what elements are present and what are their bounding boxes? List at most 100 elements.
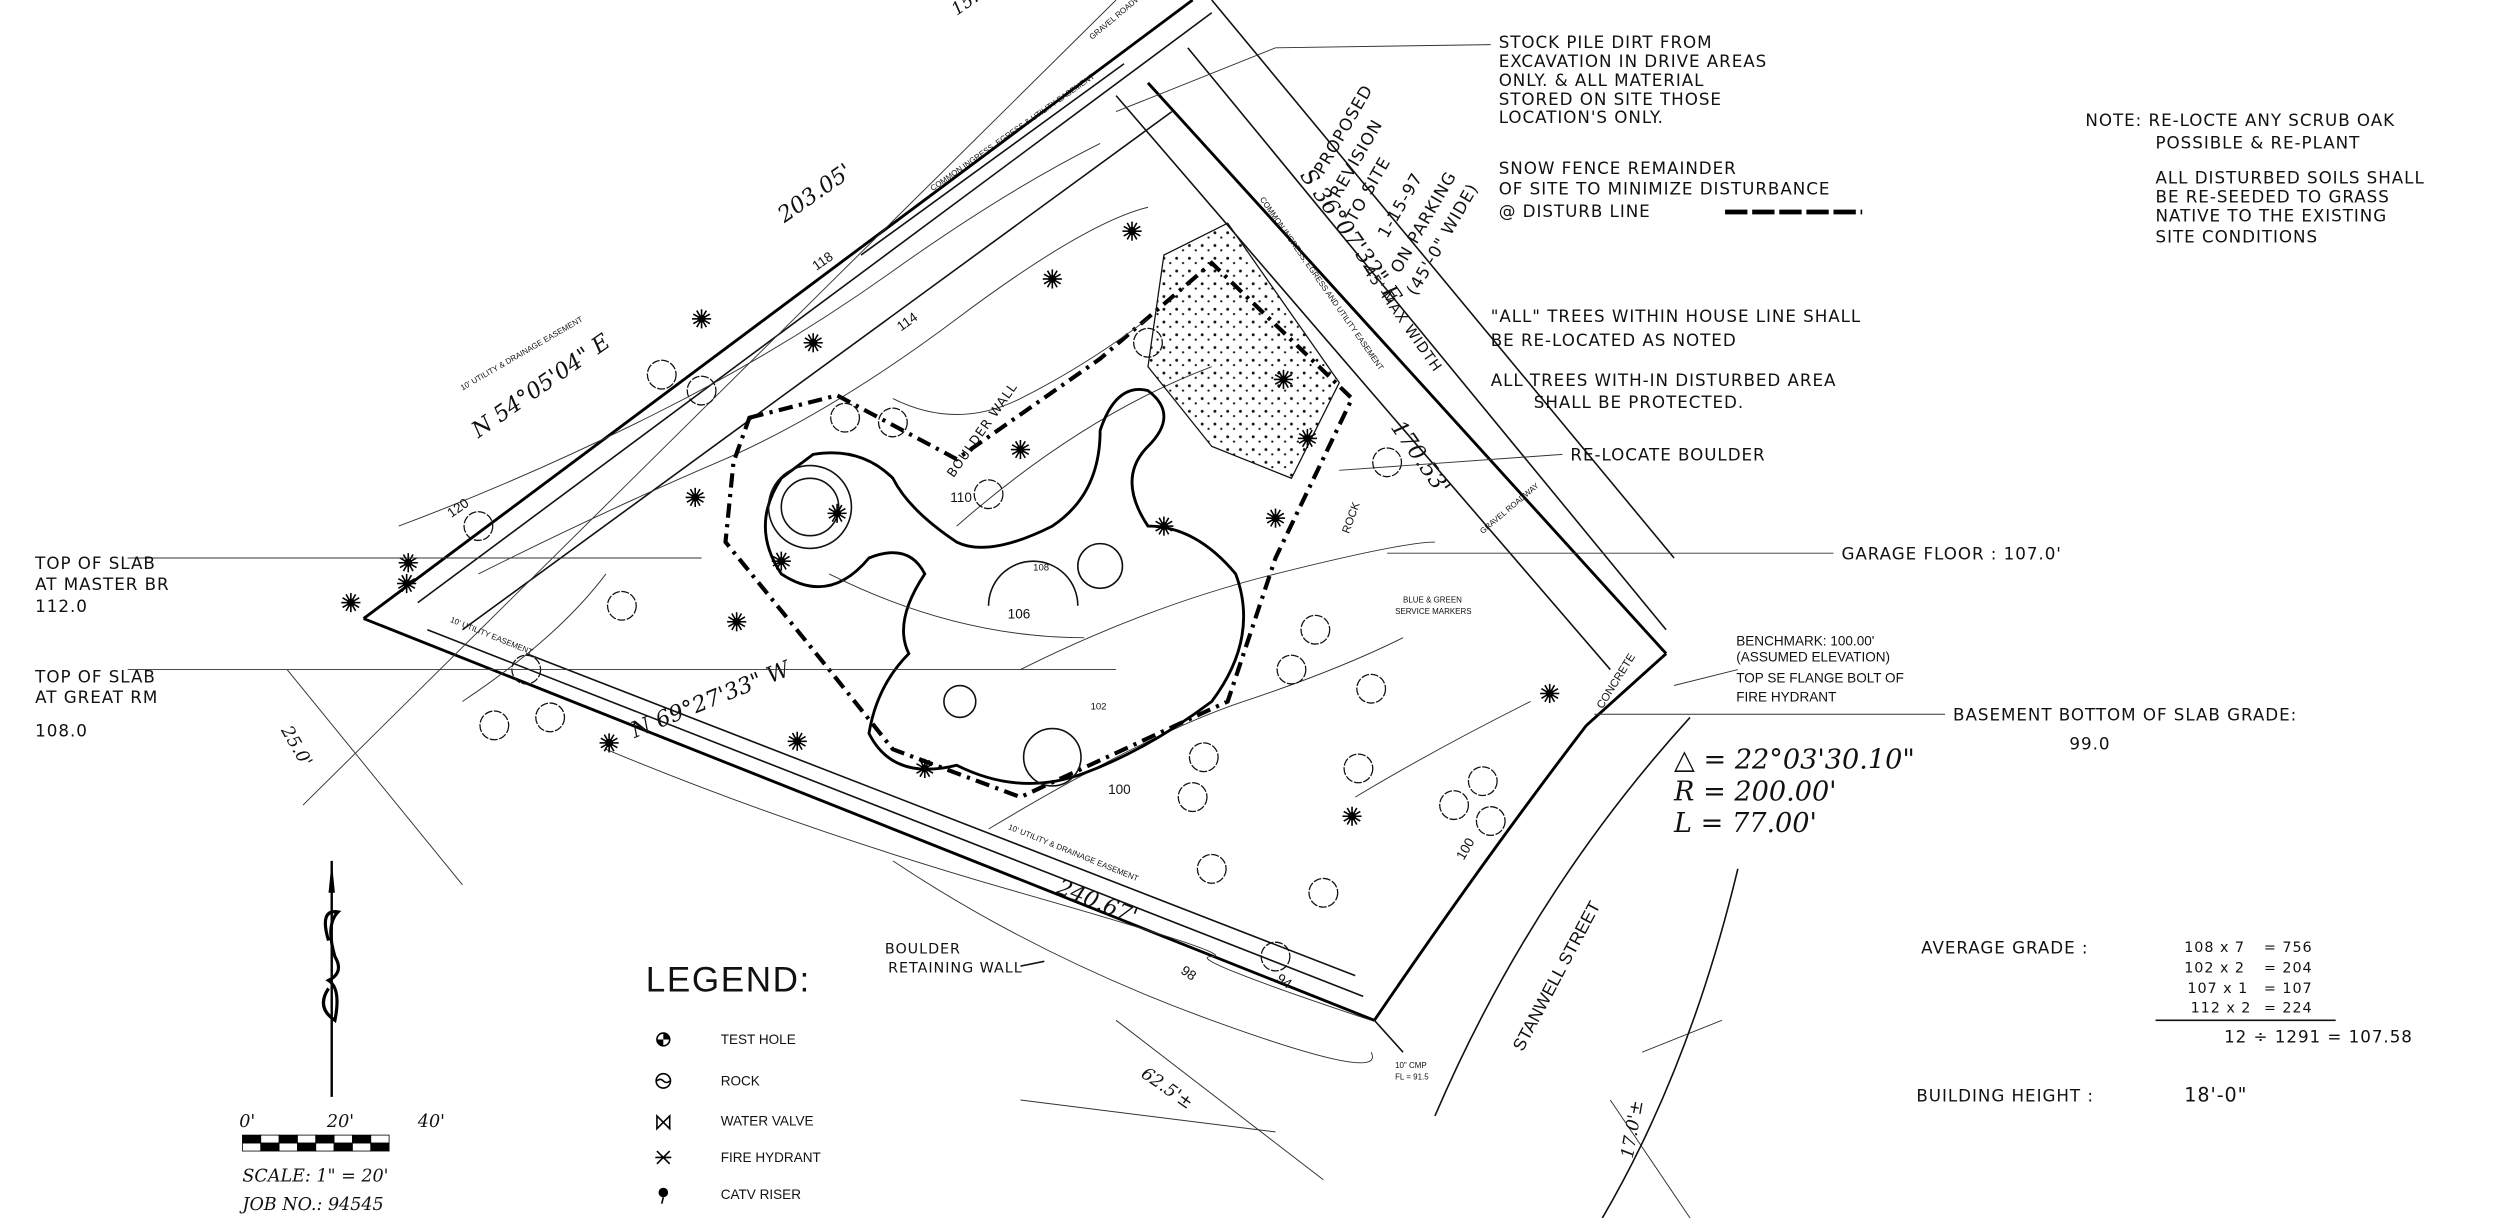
tree-canopy — [1132, 327, 1163, 358]
svg-text:OF SITE TO MINIMIZE DISTURBANC: OF SITE TO MINIMIZE DISTURBANCE — [1499, 178, 1831, 198]
tree-icon — [1540, 683, 1560, 704]
leader-lines — [127, 44, 1946, 715]
relocate-boulder-note: RE-LOCATE BOULDER — [1570, 445, 1765, 465]
easement-s-label: 10' UTILITY & DRAINAGE EASEMENT — [1007, 823, 1140, 884]
tree-icon — [915, 758, 935, 778]
svg-text:= 107: = 107 — [2264, 981, 2313, 997]
svg-text:(ASSUMED ELEVATION): (ASSUMED ELEVATION) — [1736, 650, 1890, 665]
tree-icon — [398, 553, 418, 573]
contour-lines — [398, 143, 1531, 1064]
tree-canopy — [1308, 877, 1339, 908]
easement-common-label: COMMON INGRESS, EGRESS & UTILITY EASEMEN… — [929, 72, 1097, 193]
boulder-retaining-wall-label-2: RETAINING WALL — [888, 960, 1023, 976]
basement-note: BASEMENT BOTTOM OF SLAB GRADE: — [1953, 705, 2297, 725]
scale-segment — [260, 1142, 280, 1152]
tree-canopies — [463, 327, 1506, 972]
svg-text:102: 102 — [1091, 701, 1107, 712]
svg-text:NATIVE TO THE EXISTING: NATIVE TO THE EXISTING — [2156, 206, 2388, 226]
tree-canopy — [1177, 782, 1208, 813]
scale-segment — [333, 1134, 353, 1144]
dim-25-0: 25.0' — [276, 722, 316, 771]
scale-segment — [352, 1142, 372, 1152]
svg-text:108.0: 108.0 — [35, 721, 88, 741]
tree-canopy — [1343, 753, 1374, 784]
tree-icon — [771, 551, 791, 571]
service-markers-label: BLUE & GREEN — [1403, 596, 1462, 605]
north-arrow-icon — [321, 860, 342, 1097]
svg-text:FIRE HYDRANT: FIRE HYDRANT — [1736, 689, 1836, 704]
scale-segment — [297, 1142, 317, 1152]
tree-canopy — [606, 590, 637, 621]
tree-canopy — [830, 402, 861, 433]
tree-canopy — [1300, 614, 1331, 645]
easement-sw-label: 10' UTILITY EASEMENT — [449, 615, 534, 656]
scale-segment — [333, 1142, 353, 1152]
legend-item-water-valve: WATER VALVE — [721, 1114, 814, 1129]
svg-text:SITE CONDITIONS: SITE CONDITIONS — [2156, 226, 2319, 246]
scale-segment — [260, 1134, 280, 1144]
trees — [341, 221, 1560, 826]
scale-segment — [370, 1134, 390, 1144]
tree-canopy — [463, 511, 494, 542]
svg-text:40': 40' — [417, 1112, 445, 1132]
street-name[interactable]: STANWELL STREET — [1508, 897, 1604, 1054]
curve-data: △ = 22°03'30.10" R = 200.00' L = 77.00' — [1673, 744, 1915, 839]
stockpile-area — [1147, 222, 1341, 480]
svg-text:108: 108 — [1033, 563, 1049, 574]
cmp-label: 10" CMP — [1395, 1061, 1427, 1070]
scale-segment — [297, 1134, 317, 1144]
svg-text:△ = 22°03'30.10": △ = 22°03'30.10" — [1674, 744, 1915, 775]
tree-canopy — [1467, 766, 1498, 797]
tree-icon — [397, 573, 417, 594]
tree-icon — [787, 731, 807, 751]
tree-canopy — [1475, 806, 1506, 837]
tree-icon — [1154, 516, 1174, 536]
legend: LEGEND: TEST HOLE ROCK WATER VALVE FIRE … — [646, 961, 821, 1204]
svg-text:EXCAVATION IN DRIVE AREAS: EXCAVATION IN DRIVE AREAS — [1499, 51, 1768, 71]
tree-icon — [1273, 369, 1294, 389]
tree-canopy — [877, 407, 908, 438]
svg-text:TOP OF SLAB: TOP OF SLAB — [34, 666, 156, 686]
east-length: 170.53' — [1385, 416, 1455, 500]
svg-text:= 204: = 204 — [2264, 960, 2313, 976]
scale-label: SCALE: 1" = 20' — [242, 1166, 388, 1186]
building-height-label: BUILDING HEIGHT : — [1916, 1086, 2094, 1106]
scale-bar: 0' 20' 40' SCALE: 1" = 20' JOB NO.: 9454… — [239, 1112, 445, 1215]
disturb-line — [723, 260, 1355, 800]
legend-item-fire-hydrant: FIRE HYDRANT — [721, 1150, 821, 1165]
svg-text:114: 114 — [894, 309, 921, 334]
svg-text:110: 110 — [950, 490, 972, 505]
scale-segment — [242, 1142, 262, 1152]
scale-segment — [278, 1134, 298, 1144]
tree-icon — [692, 309, 712, 329]
svg-text:BE RE-LOCATED AS NOTED: BE RE-LOCATED AS NOTED — [1491, 330, 1737, 350]
svg-text:STOCK PILE DIRT FROM: STOCK PILE DIRT FROM — [1499, 32, 1713, 52]
scale-segment — [242, 1134, 262, 1144]
svg-text:L = 77.00': L = 77.00' — [1673, 808, 1817, 839]
tree-icon — [599, 733, 619, 753]
north-length: 203.05' — [772, 159, 857, 229]
svg-text:20': 20' — [326, 1112, 354, 1132]
gravel-roadway-label: GRAVEL ROADWAY — [1088, 0, 1151, 41]
svg-text:ONLY. & ALL MATERIAL: ONLY. & ALL MATERIAL — [1499, 70, 1705, 90]
snow-fence-note: SNOW FENCE REMAINDER OF SITE TO MINIMIZE… — [1499, 158, 1863, 221]
basement-value: 99.0 — [2069, 733, 2110, 753]
svg-text:BENCHMARK: 100.00': BENCHMARK: 100.00' — [1736, 634, 1874, 649]
scale-segment — [352, 1134, 372, 1144]
svg-text:LOCATION'S ONLY.: LOCATION'S ONLY. — [1499, 107, 1664, 127]
dim-15-0: 15.0' — [948, 0, 995, 20]
scale-segment — [278, 1142, 298, 1152]
tree-icon — [1265, 508, 1286, 528]
scale-segment — [315, 1142, 335, 1152]
svg-text:ALL DISTURBED SOILS SHALL: ALL DISTURBED SOILS SHALL — [2156, 167, 2425, 187]
test-hole-icon — [656, 1032, 671, 1047]
tree-icon — [685, 487, 705, 507]
tree-icon — [1342, 806, 1362, 826]
property-boundary — [362, 0, 1668, 1022]
scale-segment — [370, 1142, 390, 1152]
rock-label: ROCK — [1340, 500, 1362, 535]
svg-text:102 x 2: 102 x 2 — [2184, 960, 2245, 976]
svg-text:= 756: = 756 — [2264, 940, 2313, 956]
svg-text:BE RE-SEEDED TO GRASS: BE RE-SEEDED TO GRASS — [2156, 186, 2390, 206]
